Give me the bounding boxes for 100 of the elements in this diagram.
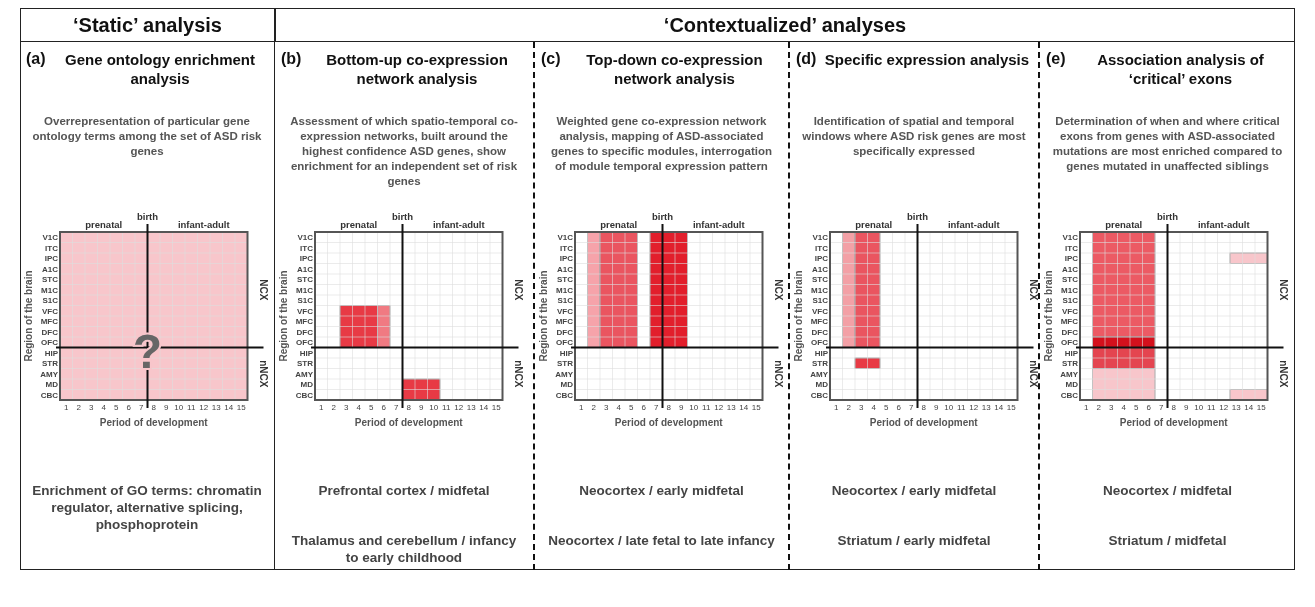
tick-label: 4 bbox=[1121, 403, 1126, 412]
axis-title: Region of the brain bbox=[278, 270, 289, 362]
tick-label: V1C bbox=[557, 233, 573, 242]
axis-title: Region of the brain bbox=[1043, 270, 1054, 362]
finding-text: Striatum / midfetal bbox=[1107, 532, 1228, 549]
tick-label: 10 bbox=[1194, 403, 1204, 412]
axis-label: birth bbox=[651, 211, 674, 222]
tick-label: 5 bbox=[1134, 403, 1139, 412]
axis-title: Period of development bbox=[99, 417, 208, 428]
tick-label: HIP bbox=[814, 348, 828, 358]
panel-heading: Gene ontology enrichment analysis bbox=[64, 50, 256, 88]
panel-heading: Specific expression analysis bbox=[824, 50, 1030, 69]
tick-label: 7 bbox=[139, 403, 144, 412]
tick-label: 15 bbox=[236, 403, 246, 412]
tick-label: MD bbox=[1065, 380, 1078, 389]
axis-label: prenatal bbox=[340, 219, 378, 230]
tick-label: STC bbox=[42, 275, 58, 284]
tick-label: MFC bbox=[555, 317, 573, 326]
tick-label: DFC bbox=[811, 327, 828, 337]
tick-label: 11 bbox=[187, 403, 196, 412]
tick-label: MFC bbox=[810, 317, 828, 326]
tick-label: OFC bbox=[41, 338, 58, 347]
tick-label: IPC bbox=[814, 254, 828, 263]
tick-label: 12 bbox=[199, 403, 209, 412]
tick-label: A1C bbox=[812, 264, 828, 274]
tick-label: A1C bbox=[42, 264, 58, 274]
axis-label: nNCX bbox=[512, 360, 524, 388]
tick-label: VFC bbox=[557, 306, 573, 316]
tick-label: 3 bbox=[89, 403, 94, 412]
tick-label: 1 bbox=[64, 403, 69, 412]
tick-label: HIP bbox=[299, 348, 313, 358]
tick-label: V1C bbox=[812, 233, 828, 242]
tick-label: OFC bbox=[1061, 338, 1078, 347]
tick-label: 5 bbox=[369, 403, 374, 412]
axis-label: birth bbox=[906, 211, 929, 222]
tick-label: STR bbox=[812, 359, 828, 368]
tick-label: M1C bbox=[296, 285, 313, 295]
tick-label: 10 bbox=[689, 403, 699, 412]
axis-label: prenatal bbox=[1105, 219, 1143, 230]
panel-letter: (a) bbox=[26, 50, 46, 68]
tick-label: MD bbox=[815, 380, 828, 389]
tick-label: OFC bbox=[556, 338, 573, 347]
tick-label: 8 bbox=[151, 403, 156, 412]
axis-title: Region of the brain bbox=[538, 270, 549, 362]
tick-label: 5 bbox=[114, 403, 119, 412]
tick-label: 15 bbox=[1256, 403, 1266, 412]
axis-label: NCX bbox=[512, 279, 524, 301]
tick-label: 1 bbox=[319, 403, 324, 412]
tick-label: DFC bbox=[296, 327, 313, 337]
tick-label: 3 bbox=[859, 403, 864, 412]
tick-label: ITC bbox=[1065, 243, 1078, 253]
tick-label: V1C bbox=[297, 233, 313, 242]
tick-label: 5 bbox=[884, 403, 889, 412]
tick-label: 6 bbox=[641, 403, 646, 412]
finding-text: Enrichment of GO terms: chromatin regulator, alternative splicing, phosphoprotein bbox=[31, 482, 263, 533]
axis-title: Region of the brain bbox=[793, 270, 804, 362]
tick-label: 2 bbox=[331, 403, 336, 412]
tick-label: 4 bbox=[871, 403, 876, 412]
tick-label: ITC bbox=[45, 243, 58, 253]
tick-label: 8 bbox=[1171, 403, 1176, 412]
finding-text: Neocortex / late fetal to late infancy bbox=[547, 532, 776, 549]
tick-label: 2 bbox=[1096, 403, 1101, 412]
tick-label: 1 bbox=[579, 403, 584, 412]
tick-label: IPC bbox=[299, 254, 313, 263]
tick-label: 9 bbox=[164, 403, 169, 412]
tick-label: M1C bbox=[41, 285, 58, 295]
tick-label: 15 bbox=[1006, 403, 1016, 412]
tick-label: IPC bbox=[1064, 254, 1078, 263]
tick-label: 14 bbox=[479, 403, 489, 412]
tick-label: 6 bbox=[381, 403, 386, 412]
tick-label: ITC bbox=[560, 243, 573, 253]
tick-label: 8 bbox=[921, 403, 926, 412]
tick-label: 1 bbox=[1084, 403, 1089, 412]
finding-text: Neocortex / early midfetal bbox=[578, 482, 745, 499]
tick-label: DFC bbox=[1061, 327, 1078, 337]
axis-label: infant-adult bbox=[692, 219, 745, 230]
tick-label: 15 bbox=[751, 403, 761, 412]
finding-text: Striatum / early midfetal bbox=[836, 532, 992, 549]
tick-label: 2 bbox=[846, 403, 851, 412]
tick-label: 14 bbox=[1244, 403, 1254, 412]
axis-label: nNCX bbox=[257, 360, 269, 388]
tick-label: S1C bbox=[1062, 296, 1078, 305]
tick-label: MFC bbox=[295, 317, 313, 326]
tick-label: CBC bbox=[40, 390, 58, 400]
tick-label: CBC bbox=[1060, 390, 1078, 400]
panel-letter: (c) bbox=[541, 50, 561, 68]
panel-description: Identification of spatial and temporal windows where ASD risk genes are most specifically expressed bbox=[801, 114, 1027, 159]
tick-label: AMY bbox=[1060, 369, 1078, 379]
tick-label: STC bbox=[1062, 275, 1078, 284]
tick-label: VFC bbox=[297, 306, 313, 316]
axis-label: NCX bbox=[257, 279, 269, 301]
finding-text: Neocortex / midfetal bbox=[1101, 482, 1233, 499]
tick-label: STC bbox=[297, 275, 313, 284]
tick-label: VFC bbox=[812, 306, 828, 316]
tick-label: 13 bbox=[726, 403, 736, 412]
tick-label: S1C bbox=[557, 296, 573, 305]
axis-label: NCX bbox=[1277, 279, 1289, 301]
panel-letter: (d) bbox=[796, 50, 817, 68]
tick-label: 15 bbox=[491, 403, 501, 412]
tick-label: S1C bbox=[812, 296, 828, 305]
